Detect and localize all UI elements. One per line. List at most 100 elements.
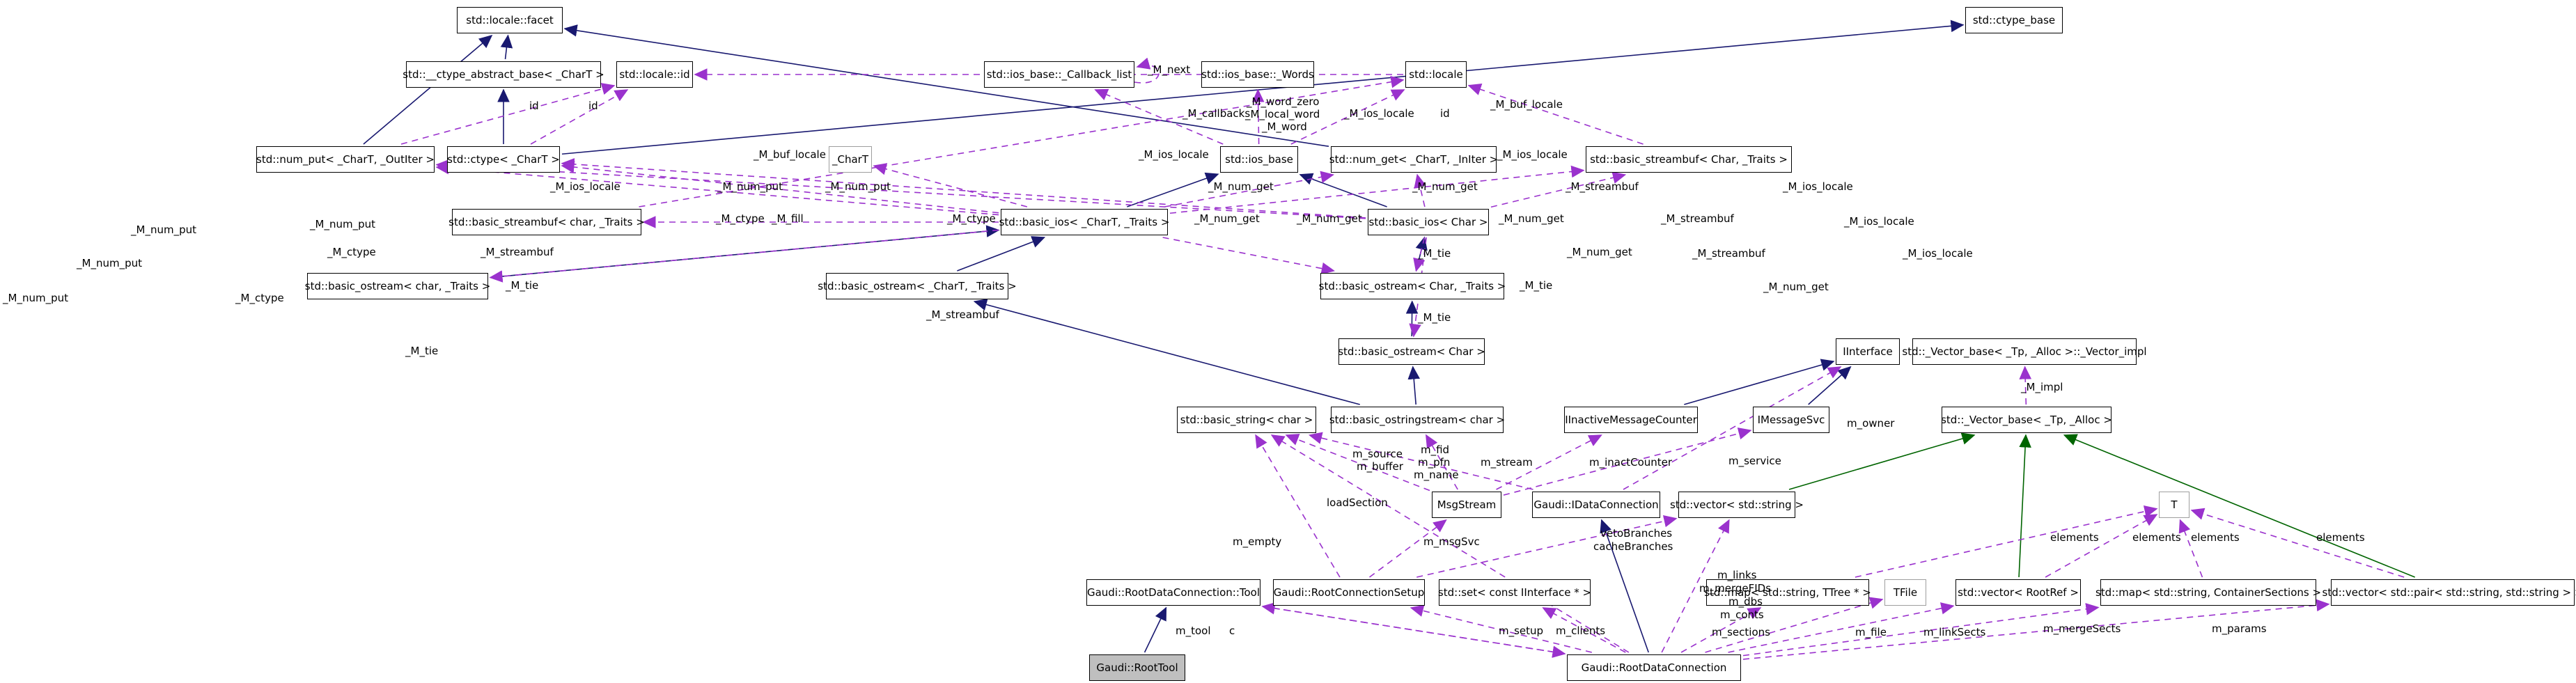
edge-sb_Char-to-locale [1467,84,1644,145]
edge-label-m_stream: m_stream [1481,456,1533,469]
edge-label-_M_buf_locale: _M_buf_locale [754,148,826,161]
node-num_get[interactable]: std::num_get< _CharT, _InIter > [1329,146,1498,173]
node-tfile: TFile [1884,579,1926,606]
edge-ios_Char-to-ctype [561,158,1366,219]
node-facet[interactable]: std::locale::facet [457,7,563,33]
edge-label-id: id [1440,107,1450,120]
edge-rdc-to-vstring [1661,519,1730,653]
node-imsgsvc[interactable]: IMessageSvc [1753,407,1829,433]
edge-label-m_empty: m_empty [1233,535,1282,548]
edge-label-elements: elements [2132,531,2181,544]
edge-label-cacheBranches: cacheBranches [1593,540,1673,553]
edge-ios_CharT-to-os_CharTr [1162,237,1335,275]
node-ctype_abs[interactable]: std::__ctype_abstract_base< _CharT > [403,61,604,88]
node-imc[interactable]: IInactiveMessageCounter [1564,407,1698,433]
edge-label-id: id [529,100,539,112]
edge-label-loadSection: loadSection [1327,496,1388,509]
edge-label-_M_num_put: _M_num_put [131,223,196,236]
node-vrootref[interactable]: std::vector< RootRef > [1956,579,2081,606]
edge-vpair-to-T [2190,508,2405,578]
node-ctype_base[interactable]: std::ctype_base [1965,7,2063,33]
edge-label-_M_local_word: _M_local_word [1245,108,1320,120]
node-setif[interactable]: std::set< const IInterface * > [1438,579,1591,606]
node-sb_Char[interactable]: std::basic_streambuf< Char, _Traits > [1586,146,1792,173]
edge-rdc-to-idataconn [1600,519,1649,653]
edge-label-_M_streambuf: _M_streambuf [1566,180,1639,193]
edge-label-m_file: m_file [1855,626,1887,638]
node-msgstream[interactable]: MsgStream [1432,492,1501,518]
edge-ctype_abs-to-facet [500,34,513,60]
edge-rcsetup-to-msgstream [1369,519,1447,578]
edge-label-_M_num_get: _M_num_get [1567,246,1632,258]
edge-label-_M_ios_locale: _M_ios_locale [1903,247,1973,260]
edge-label-m_setup: m_setup [1499,625,1544,637]
edge-vrootref-to-vbase [2018,434,2031,578]
node-sb_char[interactable]: std::basic_streambuf< char, _Traits > [448,209,645,235]
node-vbase[interactable]: std::_Vector_base< _Tp, _Alloc > [1941,407,2112,433]
node-iinterface[interactable]: IInterface [1836,338,1900,365]
edge-label-_M_ios_locale: _M_ios_locale [550,180,620,193]
edge-ios_CharT-to-charT [873,163,1028,207]
edge-label-_M_ctype: _M_ctype [947,212,996,225]
edge-label-_M_impl: _M_impl [2021,381,2063,393]
node-tool[interactable]: Gaudi::RootDataConnection::Tool [1086,579,1260,606]
edge-label-_M_num_put: _M_num_put [717,180,783,193]
edge-ios_CharT-to-ios_base [1127,172,1219,207]
edge-vstring-to-vbase [1788,432,1976,490]
node-idataconn[interactable]: Gaudi::IDataConnection [1532,492,1660,518]
node-os_Char[interactable]: std::basic_ostream< Char > [1338,338,1485,365]
edge-label-_M_tie: _M_tie [1418,311,1451,324]
edge-osstream-to-os_Char [1407,366,1421,405]
node-bstring[interactable]: std::basic_string< char > [1177,407,1316,433]
node-vpair[interactable]: std::vector< std::pair< std::string, std… [2323,579,2576,606]
edge-label-m_inactCounter: m_inactCounter [1589,456,1673,469]
node-ctype[interactable]: std::ctype< _CharT > [447,146,560,173]
edge-os_char-to-ios_CharT [490,225,1000,278]
edge-rdc-to-mapttree [1680,607,1762,653]
node-os_CharT[interactable]: std::basic_ostream< _CharT, _Traits > [818,273,1017,299]
edge-rcsetup-to-bstring [1255,434,1341,578]
node-os_CharTr[interactable]: std::basic_ostream< Char, _Traits > [1319,273,1506,299]
edge-os_CharT-to-ios_CharT [957,236,1046,272]
edge-label-_M_num_get: _M_num_get [1297,212,1362,225]
edge-label-_M_num_put: _M_num_put [310,218,375,230]
node-mapcs[interactable]: std::map< std::string, ContainerSections… [2095,579,2321,606]
edge-msgstream-to-imsgsvc [1503,427,1752,496]
node-cb_list[interactable]: std::ios_base::_Callback_list [984,61,1134,88]
node-locale_id[interactable]: std::locale::id [616,61,693,88]
edge-label-_M_tie: _M_tie [405,345,439,357]
edge-ios_Char-to-ios_base [1299,173,1387,207]
edge-label-_M_ctype: _M_ctype [327,246,376,258]
node-rdc[interactable]: Gaudi::RootDataConnection [1567,654,1741,681]
edge-num_put-to-facet [363,34,493,145]
edge-label-_M_streambuf: _M_streambuf [481,246,554,258]
node-os_char[interactable]: std::basic_ostream< char, _Traits > [305,273,490,299]
edge-mapttree-to-T [1855,505,2158,578]
edge-label-m_sections: m_sections [1712,626,1770,638]
node-osstream[interactable]: std::basic_ostringstream< char > [1329,407,1505,433]
edge-ios_base-to-locale [1290,89,1405,145]
edge-label-_M_num_get: _M_num_get [1412,180,1478,193]
edge-label-m_buffer: m_buffer [1357,460,1403,473]
node-ios_Char[interactable]: std::basic_ios< Char > [1368,209,1489,235]
node-locale[interactable]: std::locale [1405,61,1467,88]
node-vstring[interactable]: std::vector< std::string > [1670,492,1804,518]
node-words[interactable]: std::ios_base::_Words [1201,61,1314,88]
edge-label-m_msgSvc: m_msgSvc [1423,535,1480,548]
node-ios_base[interactable]: std::ios_base [1220,146,1298,173]
edge-label-_M_fill: _M_fill [772,212,804,225]
edge-rdc-to-bstring [1270,434,1630,653]
node-rcsetup[interactable]: Gaudi::RootConnectionSetup [1273,579,1425,606]
edge-ctype-to-locale_id [530,89,629,145]
edge-ios_base-to-cb_list [1094,88,1224,145]
node-vimpl[interactable]: std::_Vector_base< _Tp, _Alloc >::_Vecto… [1902,338,2147,365]
node-ios_CharT[interactable]: std::basic_ios< _CharT, _Traits > [999,209,1169,235]
edge-msgstream-to-bstring [1285,434,1430,492]
node-num_put[interactable]: std::num_put< _CharT, _OutIter > [256,146,435,173]
edge-label-_M_streambuf: _M_streambuf [1661,212,1734,225]
edge-label-elements: elements [2316,531,2365,544]
edge-label-vetoBranches: vetoBranches [1600,527,1673,540]
node-mapttree[interactable]: std::map< std::string, TTree * > [1704,579,1871,606]
edge-ios_CharT-to-sb_Char [1169,165,1585,214]
edge-label-_M_ctype: _M_ctype [716,212,765,225]
